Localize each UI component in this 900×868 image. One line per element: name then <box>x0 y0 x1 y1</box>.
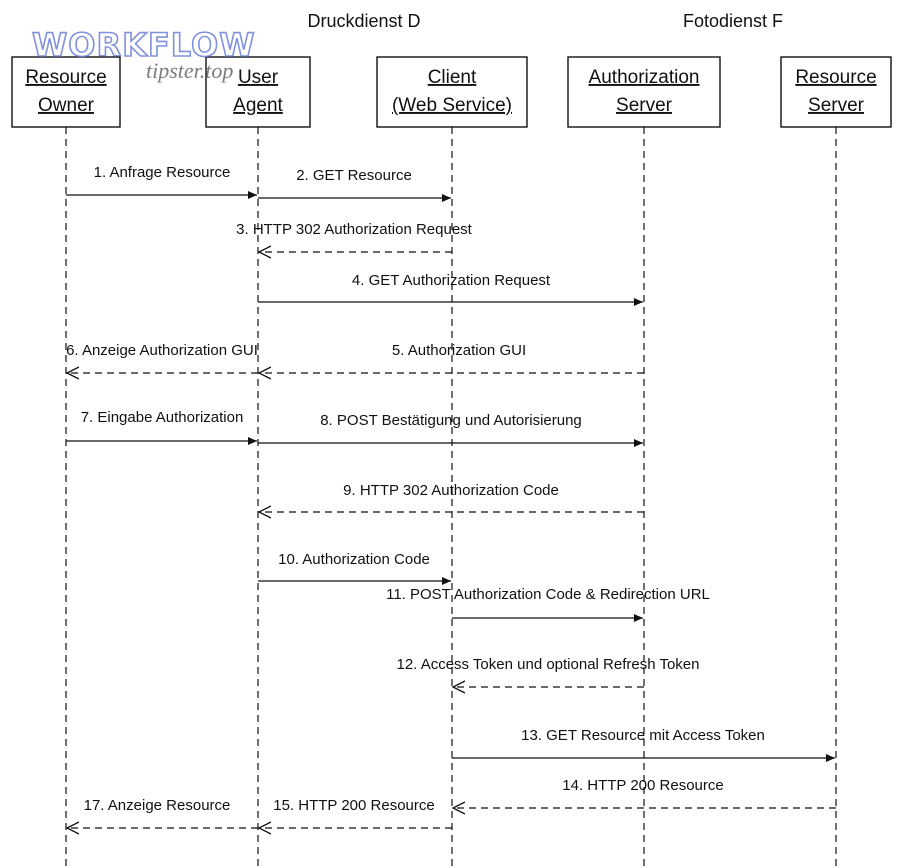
message-label-7: 7. Eingabe Authorization <box>81 409 244 426</box>
actor-client: Client (Web Service) <box>376 56 528 128</box>
message-12: 12. Access Token und optional Refresh To… <box>397 656 700 687</box>
watermark: WORKFLOW tipster.top <box>31 25 256 83</box>
message-14: 14. HTTP 200 Resource <box>453 777 836 808</box>
actor-box-resource-server <box>780 56 892 128</box>
actor-box-client <box>376 56 528 128</box>
messages: 1. Anfrage Resource 2. GET Resource 3. HTT… <box>66 164 836 828</box>
message-5: 5. Authorization GUI <box>259 342 644 373</box>
actor-label-resource-server-2: Server <box>808 95 865 116</box>
message-label-2: 2. GET Resource <box>296 167 412 184</box>
actor-label-resource-server-1: Resource <box>795 67 876 88</box>
actor-box-user-agent <box>205 56 311 128</box>
message-label-14: 14. HTTP 200 Resource <box>562 777 723 794</box>
watermark-line-1: WORKFLOW <box>32 26 256 64</box>
message-label-1: 1. Anfrage Resource <box>94 164 231 181</box>
group-label-fotodienst: Fotodienst F <box>683 11 783 31</box>
message-label-9: 9. HTTP 302 Authorization Code <box>343 482 559 499</box>
message-label-13: 13. GET Resource mit Access Token <box>521 727 765 744</box>
actor-label-user-agent-2: Agent <box>233 95 283 116</box>
actor-label-client-2: (Web Service) <box>392 95 512 116</box>
group-labels: Druckdienst D Fotodienst F <box>307 11 783 31</box>
message-2: 2. GET Resource <box>258 167 451 202</box>
message-label-12: 12. Access Token und optional Refresh To… <box>397 656 700 673</box>
message-10: 10. Authorization Code <box>258 551 451 585</box>
actor-box-resource-owner <box>11 56 121 128</box>
actor-label-resource-owner-1: Resource <box>25 67 106 88</box>
message-8: 8. POST Bestätigung und Autorisierung <box>258 412 643 447</box>
watermark-line-2: tipster.top <box>146 58 233 83</box>
message-16: 17. Anzeige Resource <box>67 797 258 828</box>
message-4: 4. GET Authorization Request <box>258 272 643 306</box>
message-1: 1. Anfrage Resource <box>66 164 257 199</box>
actor-label-authorization-server-2: Server <box>616 95 673 116</box>
message-3: 3. HTTP 302 Authorization Request <box>236 221 473 252</box>
message-label-16: 17. Anzeige Resource <box>84 797 231 814</box>
message-label-10: 10. Authorization Code <box>278 551 430 568</box>
actor-label-authorization-server-1: Authorization <box>589 67 700 88</box>
message-7: 7. Eingabe Authorization <box>66 409 257 445</box>
message-label-11: 11. POST Authorization Code & Redirectio… <box>386 586 710 603</box>
message-9: 9. HTTP 302 Authorization Code <box>259 482 644 512</box>
actor-label-client-1: Client <box>428 67 477 88</box>
message-11: 11. POST Authorization Code & Redirectio… <box>386 586 710 622</box>
message-label-15: 15. HTTP 200 Resource <box>273 797 434 814</box>
actor-label-user-agent-1: User <box>238 67 279 88</box>
message-label-3: 3. HTTP 302 Authorization Request <box>236 221 473 238</box>
message-15: 15. HTTP 200 Resource <box>259 797 452 828</box>
message-label-6: 6. Anzeige Authorization GUI <box>66 342 258 359</box>
message-13: 13. GET Resource mit Access Token <box>452 727 835 762</box>
message-label-8: 8. POST Bestätigung und Autorisierung <box>320 412 582 429</box>
actor-label-resource-owner-2: Owner <box>38 95 95 116</box>
message-label-4: 4. GET Authorization Request <box>352 272 551 289</box>
group-label-druckdienst: Druckdienst D <box>307 11 420 31</box>
message-6: 6. Anzeige Authorization GUI <box>66 342 258 373</box>
message-label-5: 5. Authorization GUI <box>392 342 526 359</box>
actor-box-authorization-server <box>567 56 721 128</box>
